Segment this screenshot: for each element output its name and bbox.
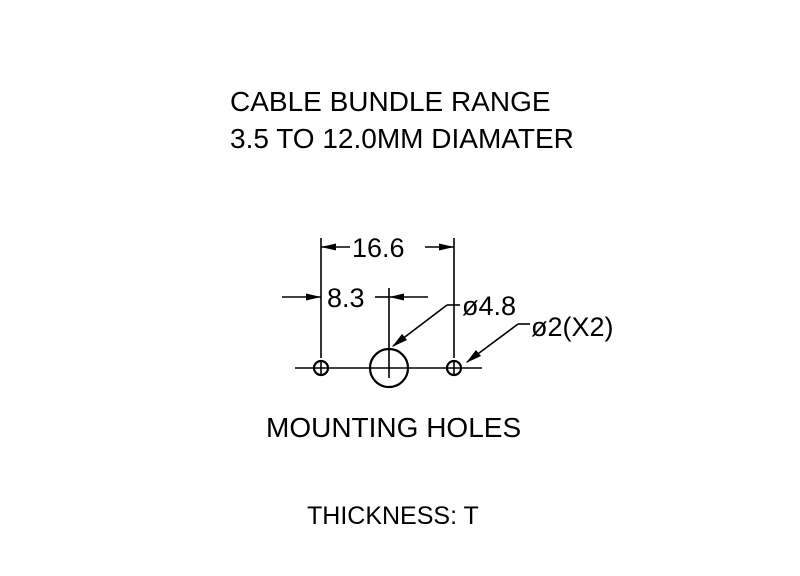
title-line-1: CABLE BUNDLE RANGE	[230, 86, 551, 117]
arrowhead	[439, 243, 454, 251]
arrowhead	[321, 243, 336, 251]
mounting-hole-drawing: 16.6 8.3 ø4.8 ø2(X2)	[282, 233, 614, 389]
dim-overall-width: 16.6	[352, 233, 405, 263]
thickness-label: THICKNESS: T	[307, 502, 479, 530]
arrowhead	[389, 293, 404, 301]
dim-half-width: 8.3	[327, 283, 365, 313]
center-hole	[368, 347, 410, 389]
arrowhead	[392, 334, 407, 347]
arrowhead	[466, 350, 481, 363]
arrowhead	[306, 293, 321, 301]
center-hole-diameter: ø4.8	[462, 291, 516, 321]
side-hole-diameter: ø2(X2)	[531, 312, 614, 342]
title-line-2: 3.5 TO 12.0MM DIAMATER	[230, 123, 574, 154]
mounting-holes-label: MOUNTING HOLES	[266, 412, 521, 443]
